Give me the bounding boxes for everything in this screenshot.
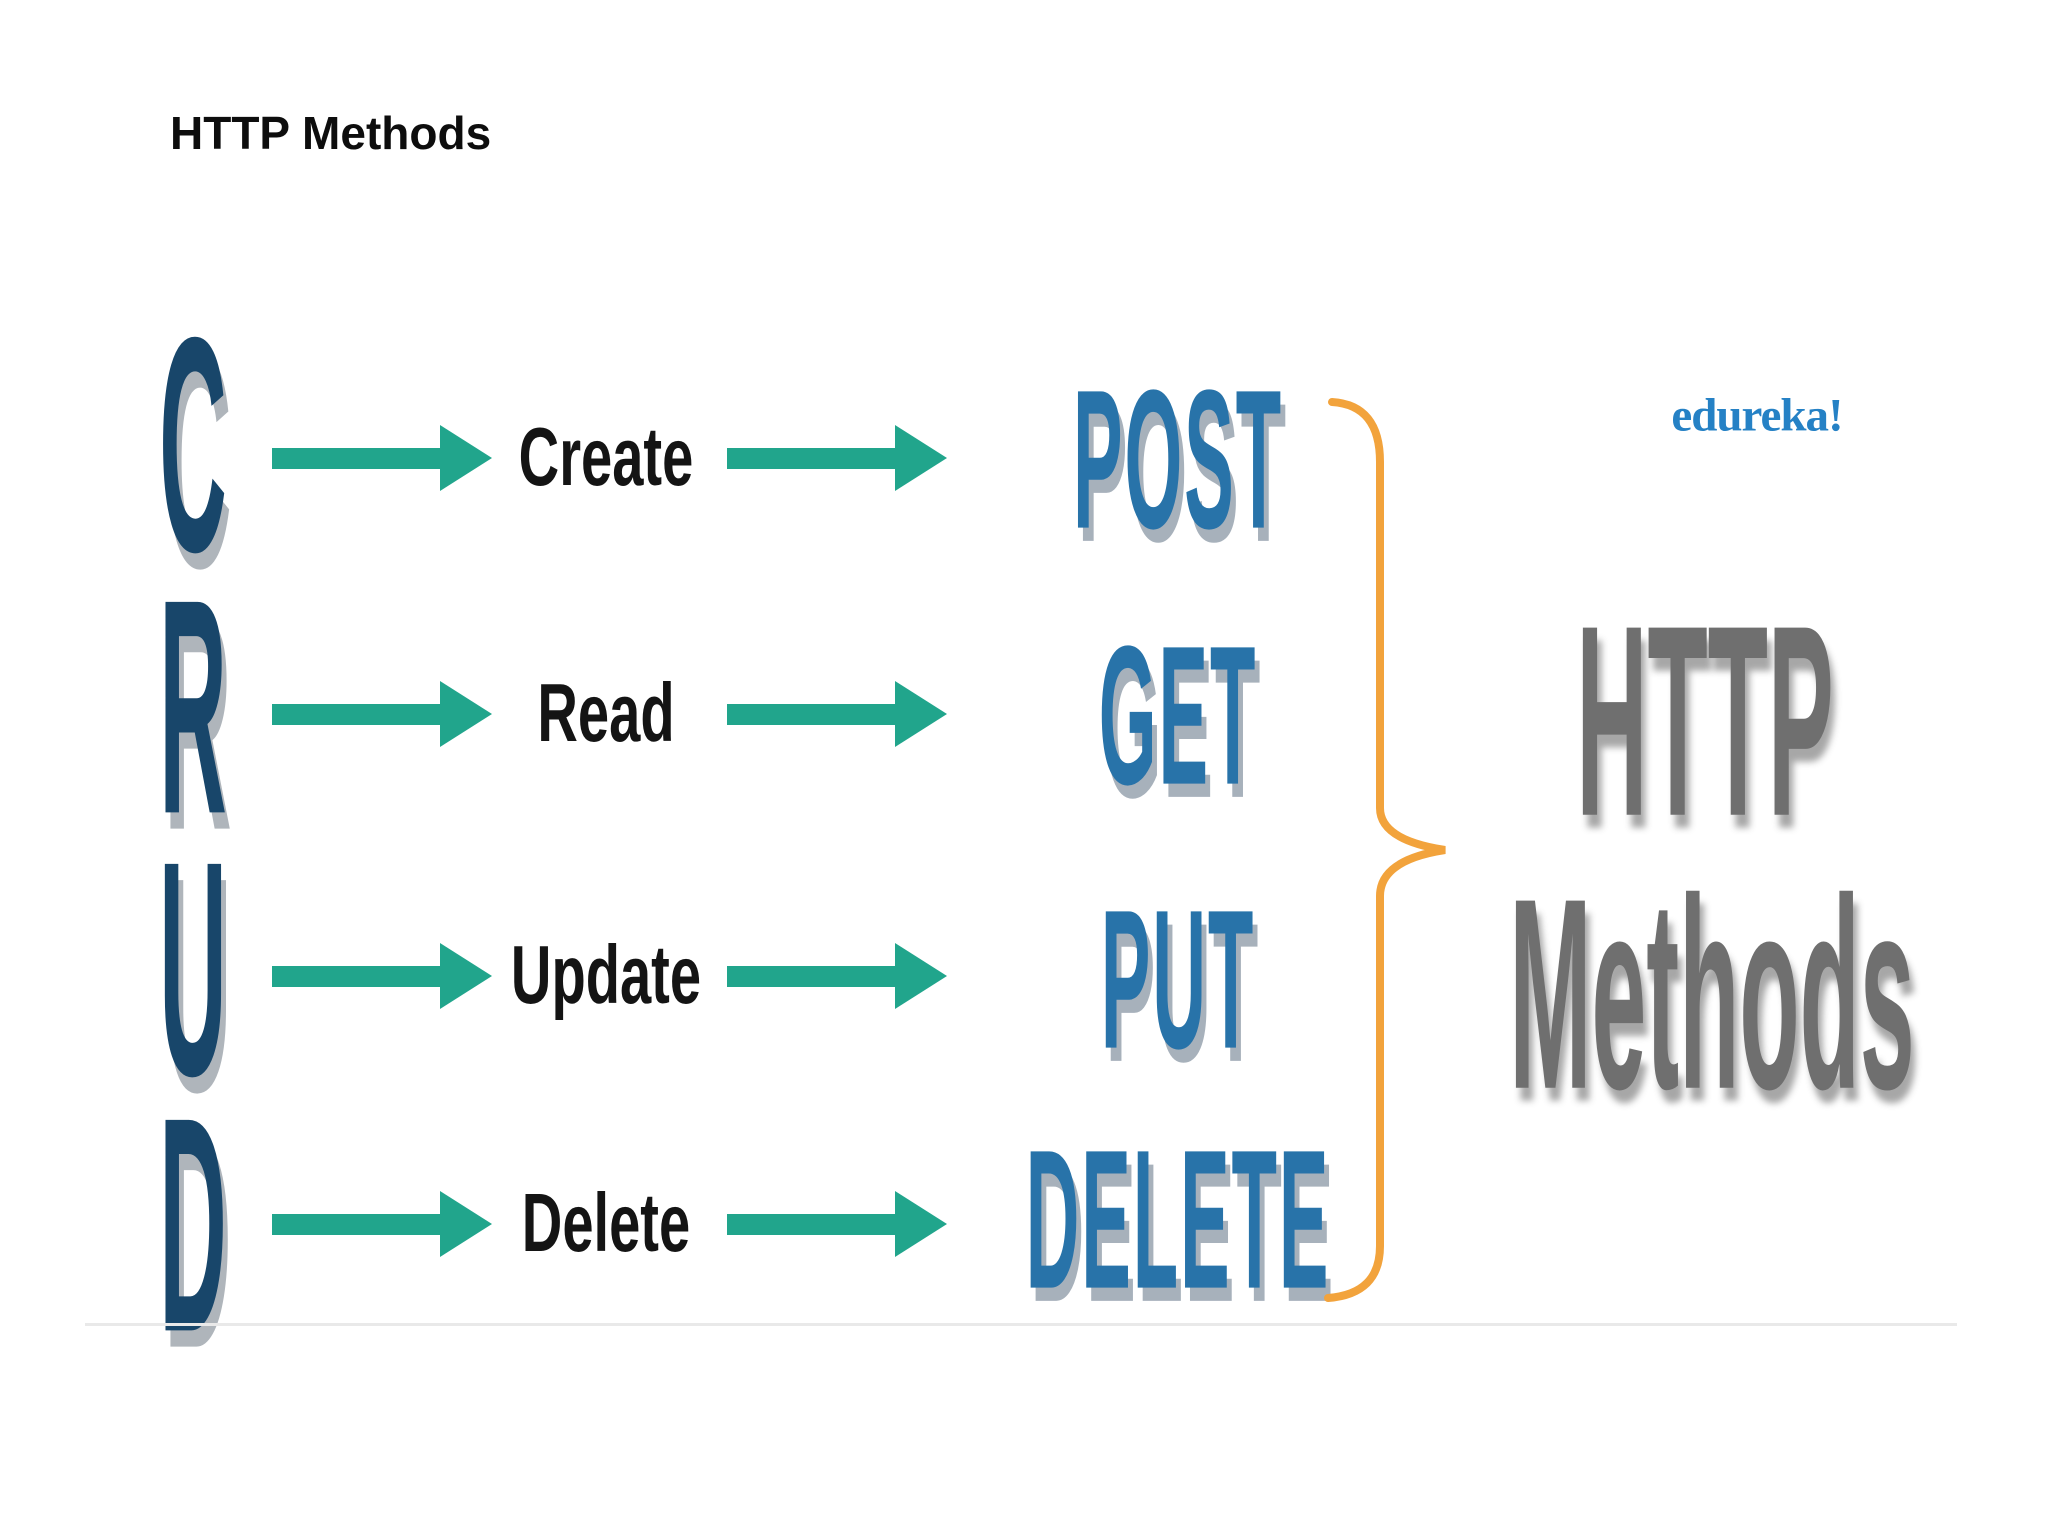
crud-letter-u: U <box>159 799 227 1141</box>
arrow-shaft <box>272 447 440 469</box>
group-label-http: HTTP <box>1576 570 1834 874</box>
page-title: HTTP Methods <box>170 107 492 159</box>
right-arrow-icon <box>272 943 492 1009</box>
arrow-head <box>440 943 492 1009</box>
http-method-put: PUT <box>1100 869 1256 1091</box>
arrow-shaft <box>727 1213 895 1235</box>
http-method-get: GET <box>1098 605 1258 827</box>
arrow-shaft <box>272 1213 440 1235</box>
edureka-logo: edureka! <box>1671 389 1843 442</box>
arrow-head <box>895 943 947 1009</box>
arrow-head <box>440 425 492 491</box>
arrow-head <box>895 681 947 747</box>
group-label-methods: Methods <box>1509 843 1915 1147</box>
operation-label-create: Create <box>518 409 694 503</box>
operation-label-update: Update <box>510 927 702 1021</box>
right-arrow-icon <box>272 681 492 747</box>
image-bottom-edge <box>85 1323 1957 1326</box>
crud-letter-r: R <box>159 537 227 879</box>
right-arrow-icon <box>272 425 492 491</box>
arrow-head <box>440 1191 492 1257</box>
arrow-head <box>440 681 492 747</box>
arrow-shaft <box>727 703 895 725</box>
right-arrow-icon <box>727 681 947 747</box>
right-arrow-icon <box>727 1191 947 1257</box>
arrow-shaft <box>727 965 895 987</box>
arrow-head <box>895 1191 947 1257</box>
arrow-head <box>895 425 947 491</box>
arrow-shaft <box>272 703 440 725</box>
crud-letter-d: D <box>159 1055 227 1397</box>
crud-letter-c: C <box>159 275 227 617</box>
right-arrow-icon <box>727 425 947 491</box>
arrow-shaft <box>272 965 440 987</box>
operation-label-delete: Delete <box>521 1175 691 1269</box>
right-arrow-icon <box>272 1191 492 1257</box>
right-arrow-icon <box>727 943 947 1009</box>
http-method-delete: DELETE <box>1025 1109 1331 1331</box>
http-method-post: POST <box>1072 349 1284 571</box>
arrow-shaft <box>727 447 895 469</box>
operation-label-read: Read <box>537 665 675 759</box>
